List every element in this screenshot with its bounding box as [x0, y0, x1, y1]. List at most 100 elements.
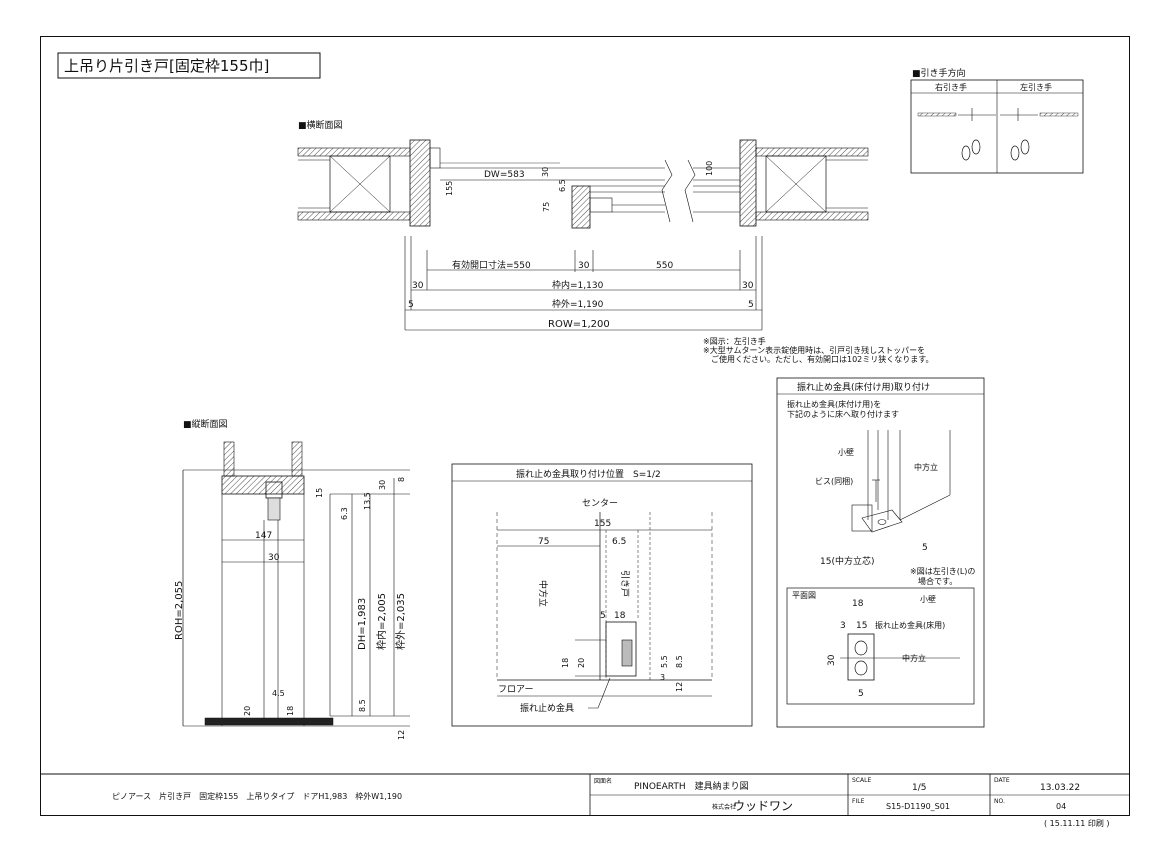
- dim-outer-5-l: 5: [408, 300, 414, 310]
- left-stud: [329, 155, 391, 213]
- dim-15-v: 15: [315, 488, 324, 498]
- handle-direction: ■引き手方向 右引き手 左引き手: [910, 67, 1084, 174]
- footprint-left-icon: [1010, 139, 1030, 161]
- dim-row: ROW=1,200: [548, 319, 610, 330]
- stopper-position-heading: 振れ止め金具取り付け位置 S=1/2: [516, 468, 661, 480]
- stopper-install-heading: 振れ止め金具(床付け用)取り付け: [797, 381, 930, 393]
- mid-post-label-s: 中方立: [537, 580, 549, 607]
- dim-8-5-s: 8.5: [675, 655, 684, 668]
- handle-direction-heading: ■引き手方向: [912, 67, 966, 79]
- door-right-icon: [917, 112, 957, 117]
- door-label-s: 引き戸: [619, 570, 630, 597]
- drawing-name-label: 図面名: [594, 777, 612, 785]
- dim-155-s: 155: [594, 519, 611, 529]
- dim-inner-v: 枠内=2,005: [375, 593, 388, 650]
- date-value: 13.03.22: [1040, 783, 1080, 793]
- dim-20-s: 20: [577, 658, 586, 668]
- left-wall-top: [297, 147, 411, 157]
- note-2: ※大型サムターン表示錠使用時は、引戸引き残しストッパーを: [703, 345, 925, 355]
- note-3: ご使用ください。ただし、有効開口は102ミリ狭くなります。: [703, 354, 933, 364]
- dim-30: 30: [541, 167, 550, 177]
- dim-3-s: 3: [660, 673, 665, 682]
- plan-section: ■横断面図 DW=583 30 6.5 75 155 100: [297, 119, 869, 331]
- right-jamb: [739, 139, 757, 227]
- plan-small-wall-label: 小壁: [920, 594, 936, 604]
- dim-open-30: 30: [578, 261, 590, 271]
- plan-section-heading: ■横断面図: [298, 119, 343, 131]
- dim-20-v: 20: [243, 706, 252, 716]
- install-note-1: ※図は左引き(L)の: [910, 566, 975, 576]
- screw-label: ビス(同梱): [815, 476, 853, 486]
- right-wall-top: [755, 147, 869, 157]
- dim-5b-i: 5: [858, 689, 864, 699]
- dim-inner-30-l: 30: [412, 281, 424, 291]
- title-text: 上吊り片引き戸[固定枠155巾]: [64, 57, 269, 75]
- right-wall-bottom: [755, 211, 869, 221]
- dim-inner-30-r: 30: [742, 281, 754, 291]
- dim-roh: ROH=2,055: [174, 581, 185, 640]
- dim-12-s: 12: [675, 682, 684, 692]
- dim-13-5: 13.5: [363, 492, 372, 510]
- drawing-title: 上吊り片引き戸[固定枠155巾]: [57, 52, 321, 79]
- plan-bracket: [847, 633, 875, 681]
- dim-18b-s: 18: [561, 658, 570, 668]
- dim-8-5-v: 8.5: [358, 699, 367, 712]
- dim-3-i: 3: [840, 621, 846, 631]
- dim-30-v: 30: [268, 553, 280, 563]
- dim-outer-5-r: 5: [748, 300, 754, 310]
- file-label: FILE: [852, 798, 865, 805]
- no-label: NO.: [994, 798, 1005, 805]
- dim-5-i: 5: [922, 543, 928, 553]
- dim-155: 155: [445, 181, 454, 196]
- install-desc-1: 振れ止め金具(床付け用)を: [787, 399, 881, 409]
- dim-100: 100: [705, 161, 714, 176]
- dim-dw: DW=583: [484, 170, 525, 180]
- drawing-frame: [40, 36, 1130, 816]
- dim-inner: 枠内=1,130: [552, 279, 604, 291]
- dim-outer: 枠外=1,190: [552, 298, 604, 310]
- dim-12-v: 12: [397, 730, 406, 740]
- dim-5-5-s: 5.5: [660, 655, 669, 668]
- title-block: ピノアース 片引き戸 固定枠155 上吊りタイプ ドアH1,983 枠外W1,1…: [40, 773, 1130, 828]
- door-left-icon: [1039, 112, 1079, 117]
- dim-4-5: 4.5: [272, 689, 285, 698]
- dim-open-550: 550: [656, 261, 673, 271]
- stopper-position: 振れ止め金具取り付け位置 S=1/2 センター 155 75 6.5 中方立 引…: [451, 463, 753, 727]
- footprint-right-icon: [961, 139, 981, 161]
- install-desc-2: 下記のように床へ取り付けます: [787, 409, 899, 419]
- notes: ※図示：左引き手 ※大型サムターン表示錠使用時は、引戸引き残しストッパーを ご使…: [703, 336, 933, 364]
- dim-8-top: 8: [397, 477, 406, 482]
- note-1: ※図示：左引き手: [703, 336, 766, 346]
- product-description: ピノアース 片引き戸 固定枠155 上吊りタイプ ドアH1,983 枠外W1,1…: [112, 791, 402, 801]
- head-frame: [221, 475, 305, 495]
- dim-6-3: 6.3: [340, 507, 349, 520]
- file-value: S15-D1190_S01: [886, 802, 950, 811]
- scale-label: SCALE: [852, 777, 871, 784]
- mid-post-label-i: 中方立: [914, 462, 938, 472]
- stopper-label-s: 振れ止め金具: [520, 702, 574, 714]
- dim-75: 75: [542, 202, 551, 212]
- dim-18-s: 18: [614, 611, 626, 621]
- floor-label-s: フロアー: [498, 685, 533, 695]
- vertical-section-heading: ■縦断面図: [183, 418, 228, 430]
- left-jamb: [409, 139, 431, 227]
- plan-stopper-label: 振れ止め金具(床用): [875, 620, 945, 630]
- company-name: ウッドワン: [733, 799, 793, 813]
- center-label: センター: [582, 498, 618, 509]
- center-note: 15(中方立芯): [820, 555, 874, 567]
- dim-15-i: 15: [856, 621, 867, 631]
- mid-post: [571, 185, 591, 229]
- handle-right-label: 右引き手: [935, 82, 967, 92]
- scale-value: 1/5: [912, 783, 926, 793]
- dim-147: 147: [255, 531, 272, 541]
- drawing-name: PINOEARTH 建具納まり図: [634, 780, 749, 792]
- dim-30-i: 30: [827, 654, 837, 666]
- dim-opening: 有効開口寸法=550: [452, 259, 531, 271]
- dim-dh: DH=1,983: [357, 598, 368, 650]
- date-label: DATE: [994, 777, 1010, 784]
- dim-18-v: 18: [286, 706, 295, 716]
- dim-6-5-s: 6.5: [612, 537, 626, 547]
- small-wall-label: 小壁: [838, 447, 854, 457]
- plan-mid-post-label: 中方立: [902, 653, 926, 663]
